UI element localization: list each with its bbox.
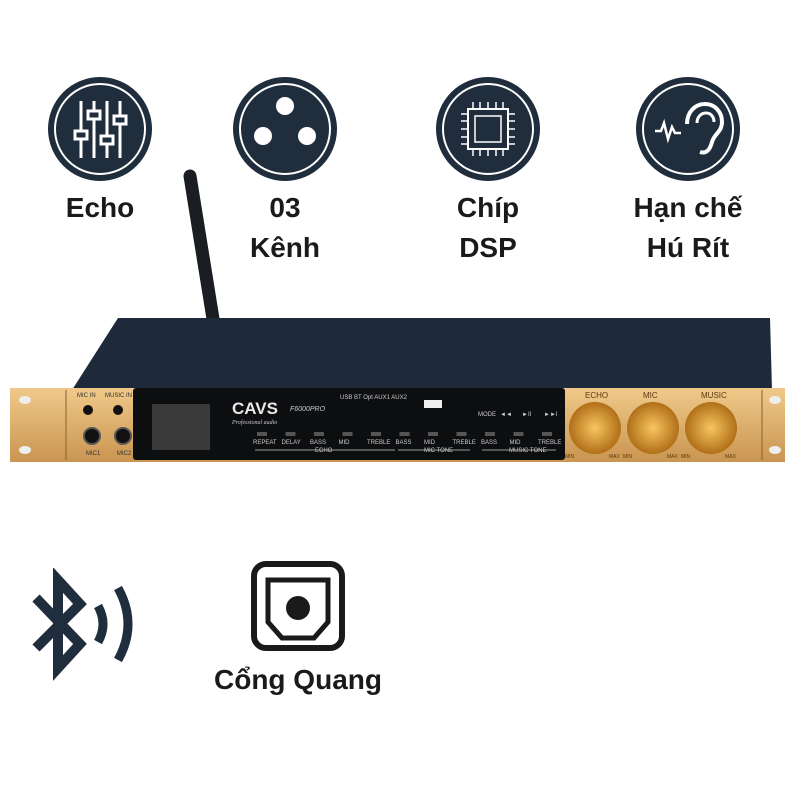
feature-dsp: Chíp DSP	[408, 76, 568, 268]
mic1-jack	[83, 427, 101, 445]
dsp-chip-icon	[436, 77, 540, 181]
svg-text:MAX: MAX	[725, 454, 737, 460]
svg-text:MAX: MAX	[609, 454, 621, 460]
control-label: BASS	[310, 440, 326, 446]
group-label: MUSIC TONE	[509, 448, 546, 454]
usb-port	[424, 400, 442, 408]
control-button[interactable]	[314, 432, 324, 436]
feature-label: DSP	[459, 232, 517, 263]
feature-channels: 03 Kênh	[205, 76, 365, 268]
feature-label: Kênh	[250, 232, 320, 263]
control-button[interactable]	[428, 432, 438, 436]
knob-music[interactable]	[685, 402, 737, 454]
input-label: MIC IN	[77, 393, 96, 399]
feature-label: Hạn chế	[633, 192, 743, 223]
feature-echo: Echo	[20, 76, 180, 228]
control-label: DELAY	[282, 440, 301, 446]
display-panel	[133, 388, 565, 460]
svg-text:MIN: MIN	[681, 454, 691, 460]
knob-echo[interactable]	[569, 402, 621, 454]
equalizer-icon	[48, 77, 152, 181]
knob-label: MIC	[643, 391, 658, 400]
control-label: TREBLE	[367, 440, 390, 446]
device-top	[72, 318, 772, 390]
control-label: REPEAT	[253, 440, 277, 446]
control-button[interactable]	[342, 432, 353, 436]
control-button[interactable]	[513, 432, 524, 436]
svg-text:MIC2: MIC2	[117, 451, 132, 457]
svg-text:USB BT Opt AUX1 AUX2: USB BT Opt AUX1 AUX2	[340, 395, 408, 401]
group-label: MIC TONE	[424, 448, 453, 454]
control-label: TREBLE	[538, 440, 561, 446]
control-label: MID	[424, 440, 436, 446]
svg-text:MAX: MAX	[667, 454, 679, 460]
control-button[interactable]	[456, 432, 467, 436]
brand-logo: CAVS	[232, 399, 278, 418]
control-label: MID	[510, 440, 522, 446]
mic2-jack	[114, 427, 132, 445]
control-label: MID	[339, 440, 351, 446]
model-name: F6000PRO	[290, 406, 326, 413]
group-label: ECHO	[315, 448, 333, 454]
control-button[interactable]	[285, 432, 296, 436]
control-button[interactable]	[485, 432, 495, 436]
svg-text:MIC1: MIC1	[86, 451, 101, 457]
svg-text:MIN: MIN	[623, 454, 633, 460]
input-label: MUSIC IN	[105, 393, 132, 399]
knob-label: MUSIC	[701, 391, 727, 400]
control-button[interactable]	[257, 432, 267, 436]
svg-text:Professional audio: Professional audio	[231, 419, 277, 426]
optical-port-icon	[251, 561, 345, 651]
lcd-screen	[152, 404, 210, 450]
control-label: TREBLE	[453, 440, 476, 446]
feature-label: Hú Rít	[646, 232, 730, 263]
control-button[interactable]	[399, 432, 410, 436]
control-button[interactable]	[542, 432, 552, 436]
feature-label: Chíp	[456, 192, 520, 223]
xlr-connector-icon	[233, 77, 337, 181]
bluetooth-icon	[32, 568, 133, 681]
feature-anti-feedback: Hạn chế Hú Rít	[608, 76, 768, 268]
control-label: BASS	[481, 440, 497, 446]
mode-button[interactable]: ◄◄	[500, 412, 512, 418]
control-label: BASS	[396, 440, 412, 446]
ear-feedback-icon	[636, 77, 740, 181]
feature-label: 03	[269, 192, 301, 223]
mode-button[interactable]: MODE	[478, 412, 496, 418]
knob-label: ECHO	[585, 391, 608, 400]
antenna	[183, 169, 221, 332]
svg-text:MIN: MIN	[565, 454, 575, 460]
control-button[interactable]	[371, 432, 381, 436]
knob-mic[interactable]	[627, 402, 679, 454]
feature-label: Echo	[65, 192, 135, 223]
mode-button[interactable]: ►►I	[544, 412, 558, 418]
optical-label: Cổng Quang	[214, 664, 382, 695]
mode-button[interactable]: ►II	[522, 412, 532, 418]
